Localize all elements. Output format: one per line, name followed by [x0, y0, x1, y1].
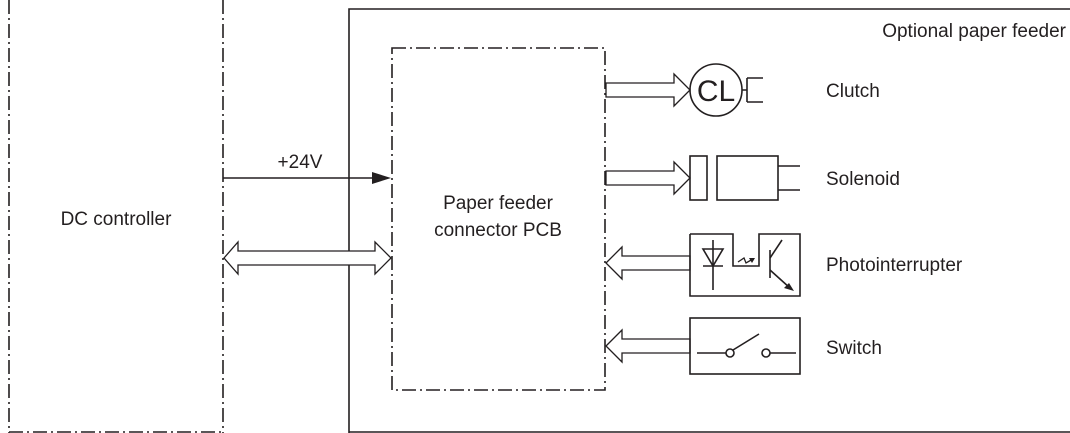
power-24v-connection: +24V — [223, 152, 391, 184]
bidirectional-arrow-icon — [223, 240, 392, 276]
photointerrupter-icon — [689, 233, 801, 297]
pcb-block: Paper feeder connector PCB — [391, 47, 606, 391]
input-arrow-switch-icon — [605, 328, 691, 364]
output-arrow-solenoid-icon — [605, 160, 691, 196]
switch-label: Switch — [826, 338, 882, 359]
switch-icon — [689, 317, 801, 375]
output-arrow-clutch-icon — [605, 72, 691, 108]
solenoid-label: Solenoid — [826, 169, 900, 190]
pcb-label-line2: connector PCB — [434, 220, 562, 241]
pcb-label-line1: Paper feeder — [443, 193, 554, 214]
clutch-icon: CL — [689, 63, 763, 117]
clutch-symbol: CL — [697, 75, 735, 108]
dc-controller-block: DC controller — [8, 0, 224, 433]
dc-controller-label: DC controller — [61, 209, 173, 230]
voltage-label: +24V — [278, 152, 323, 173]
optional-feeder-enclosure: Optional paper feeder — [348, 8, 1070, 433]
solenoid-icon — [689, 155, 800, 201]
clutch-label: Clutch — [826, 81, 880, 102]
input-arrow-photointerrupter-icon — [605, 245, 691, 281]
arrow-head-icon — [372, 172, 391, 184]
optional-feeder-label: Optional paper feeder — [882, 21, 1066, 42]
photointerrupter-label: Photointerrupter — [826, 255, 963, 276]
